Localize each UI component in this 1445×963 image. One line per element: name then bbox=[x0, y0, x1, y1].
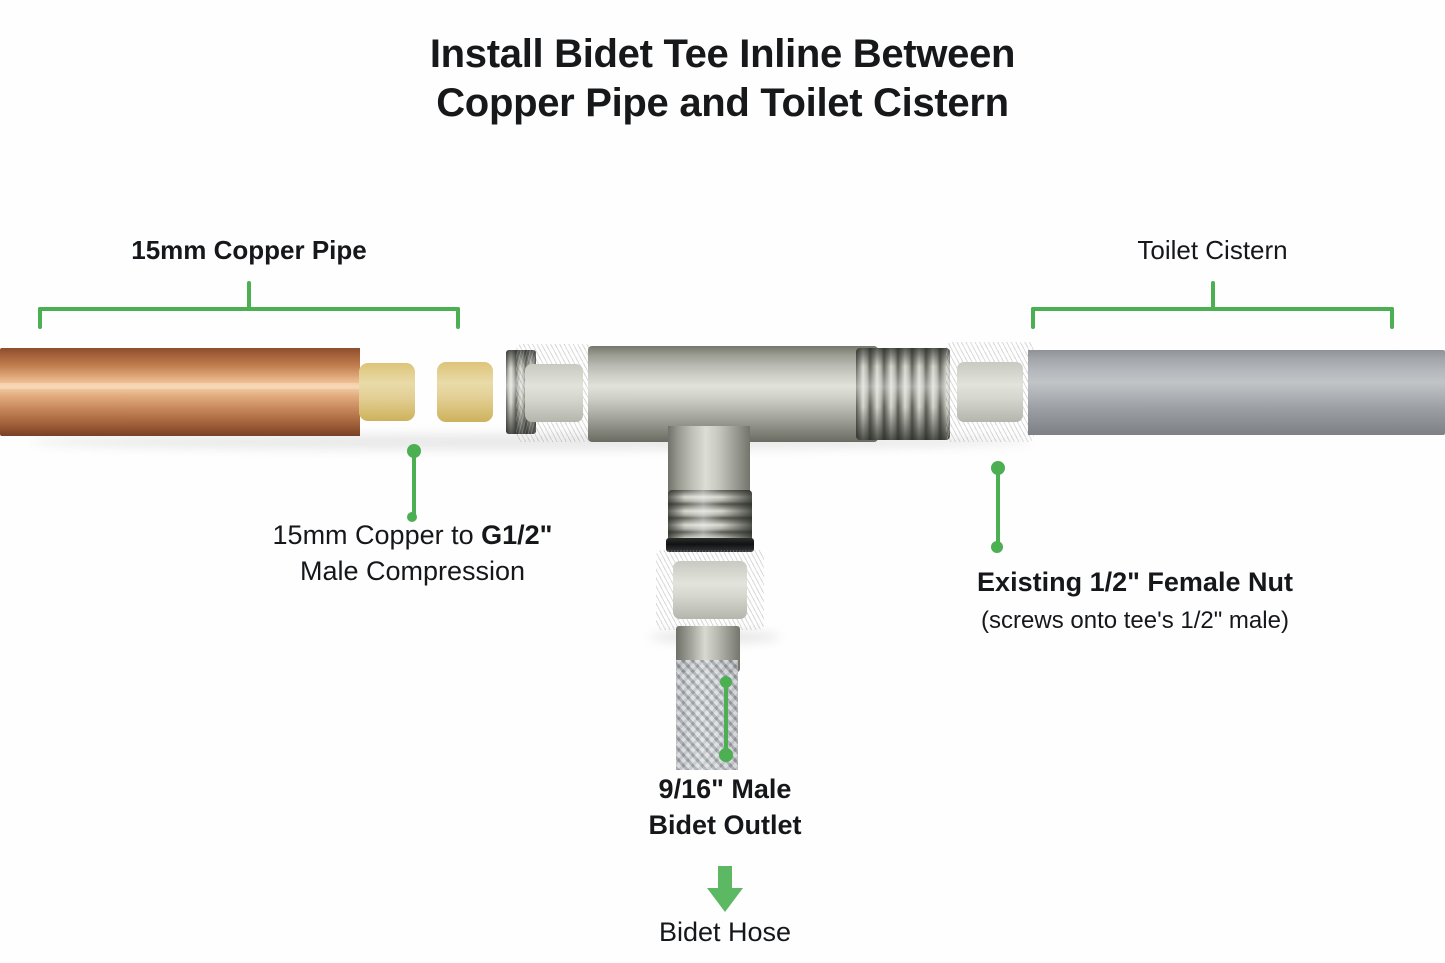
bracket-copper-pipe bbox=[38, 281, 460, 329]
callout-left-line-2: Male Compression bbox=[299, 555, 526, 586]
down-arrow-icon bbox=[707, 866, 743, 914]
page-title: Install Bidet Tee Inline Between Copper … bbox=[0, 30, 1445, 128]
nickel-nut-face bbox=[673, 561, 747, 619]
callout-dot-bottom-end bbox=[719, 748, 733, 762]
bracket-end-right bbox=[1390, 307, 1394, 329]
arrow-shaft bbox=[718, 866, 732, 890]
callout-bottom-line-2: Bidet Outlet bbox=[648, 809, 802, 840]
brass-nut-face bbox=[359, 363, 415, 421]
bracket-bar bbox=[1031, 307, 1394, 311]
callout-right-line-1: Existing 1/2" Female Nut bbox=[977, 567, 1293, 597]
callout-left-line-1: 15mm Copper to G1/2" bbox=[272, 520, 553, 550]
branch-o-ring bbox=[666, 538, 754, 552]
callout-right-line-2: (screws onto tee's 1/2" male) bbox=[981, 606, 1289, 634]
label-bidet-hose: Bidet Hose bbox=[658, 917, 792, 947]
title-line-2: Copper Pipe and Toilet Cistern bbox=[436, 80, 1009, 125]
leader-line-bottom bbox=[724, 682, 728, 754]
callout-bottom-line-1: 9/16" Male bbox=[658, 774, 792, 804]
callout-right-text: Existing 1/2" Female Nut (screws onto te… bbox=[880, 565, 1390, 636]
bracket-end-right bbox=[456, 307, 460, 329]
nickel-hex-nut-left bbox=[516, 344, 592, 442]
existing-female-nut bbox=[946, 342, 1034, 442]
callout-dot-left-end bbox=[407, 512, 417, 522]
bracket-toilet-cistern bbox=[1031, 281, 1394, 329]
callout-left-text: 15mm Copper to G1/2" Male Compression bbox=[140, 518, 685, 589]
copper-pipe-15mm bbox=[0, 348, 360, 436]
bracket-stem bbox=[247, 281, 251, 309]
label-toilet-cistern: Toilet Cistern bbox=[1137, 235, 1288, 265]
leader-line-left bbox=[412, 450, 416, 518]
tee-male-thread-right bbox=[856, 348, 950, 440]
nickel-nut-face bbox=[525, 363, 583, 423]
callout-dot-right-end bbox=[991, 541, 1003, 553]
brass-nut-face bbox=[437, 362, 493, 422]
pipe-assembly-illustration bbox=[0, 330, 1445, 770]
bracket-bar bbox=[38, 307, 460, 311]
callout-bottom-text: 9/16" Male Bidet Outlet bbox=[530, 772, 920, 843]
nickel-nut-face bbox=[956, 362, 1024, 422]
bidet-outlet-hex-nut bbox=[656, 550, 764, 630]
bracket-end-left bbox=[38, 307, 42, 329]
toilet-cistern-grey-pipe bbox=[1028, 350, 1445, 435]
title-line-1: Install Bidet Tee Inline Between bbox=[429, 32, 1016, 76]
label-copper-pipe: 15mm Copper Pipe bbox=[131, 235, 367, 265]
branch-male-thread bbox=[668, 490, 752, 542]
bracket-end-left bbox=[1031, 307, 1035, 329]
brass-compression-nut-2 bbox=[430, 342, 500, 442]
bracket-stem bbox=[1211, 281, 1215, 309]
brass-compression-nut-1 bbox=[352, 344, 422, 440]
arrow-head bbox=[707, 888, 743, 912]
leader-line-right bbox=[996, 468, 1000, 548]
